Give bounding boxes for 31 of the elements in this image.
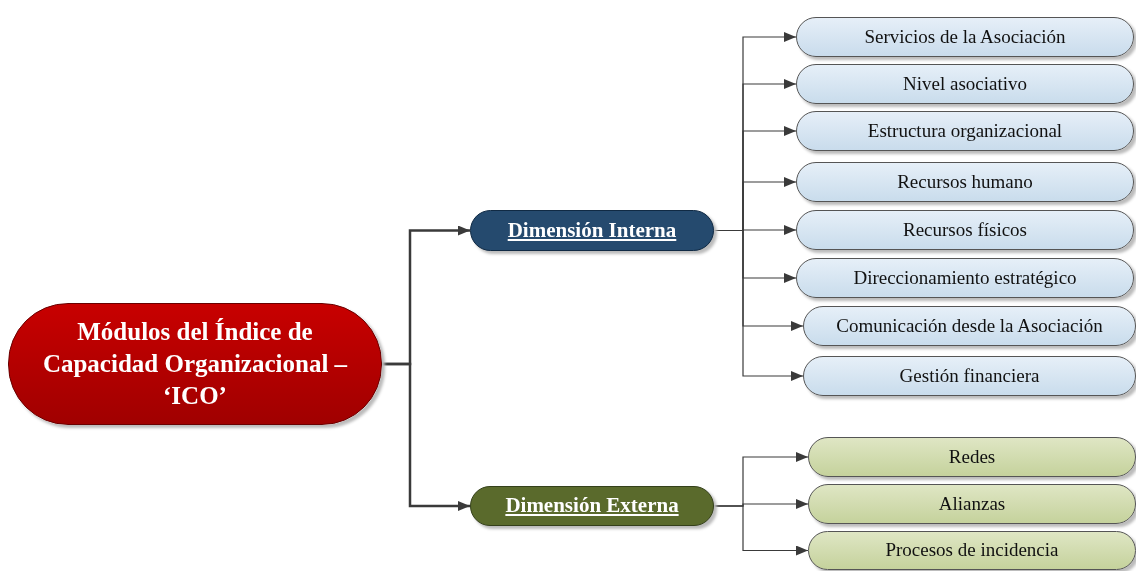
item-pill: [796, 17, 1134, 57]
node-label: Procesos de incidencia: [885, 538, 1059, 563]
item-pill: [808, 437, 1136, 477]
node-label: Gestión financiera: [899, 363, 1040, 388]
item-pill: [796, 258, 1134, 298]
node-label: Redes: [948, 444, 996, 469]
item-pill: [796, 64, 1134, 104]
item-pill: [803, 306, 1136, 346]
connector-arrow: [713, 229, 804, 381]
item-pill: [796, 210, 1134, 250]
node-label: Estructura organizacional: [867, 118, 1063, 143]
node-label: Recursos humano: [897, 169, 1033, 194]
node-label: Alianzas: [938, 491, 1006, 516]
node-label: Recursos físicos: [903, 217, 1027, 242]
connector-arrow: [713, 505, 809, 556]
node-label: Módulos del Índice de Capacidad Organizacional – ‘ICO’: [41, 317, 349, 411]
node-label: Dimensión Externa: [505, 492, 679, 520]
node-label: Direccionamiento estratégico: [853, 265, 1077, 290]
node-label: Dimensión Interna: [507, 216, 677, 244]
dimension-pill: [470, 486, 714, 526]
node-label: Comunicación desde la Asociación: [836, 313, 1103, 338]
item-pill: [808, 531, 1136, 570]
item-pill: [796, 162, 1134, 202]
item-pill: [803, 356, 1136, 396]
node-label: Nivel asociativo: [903, 71, 1027, 96]
item-pill: [796, 111, 1134, 151]
root-pill: [8, 303, 382, 425]
dimension-pill: [470, 210, 714, 251]
node-label: Servicios de la Asociación: [864, 24, 1066, 49]
item-pill: [808, 484, 1136, 524]
connector-arrow: [382, 362, 470, 511]
